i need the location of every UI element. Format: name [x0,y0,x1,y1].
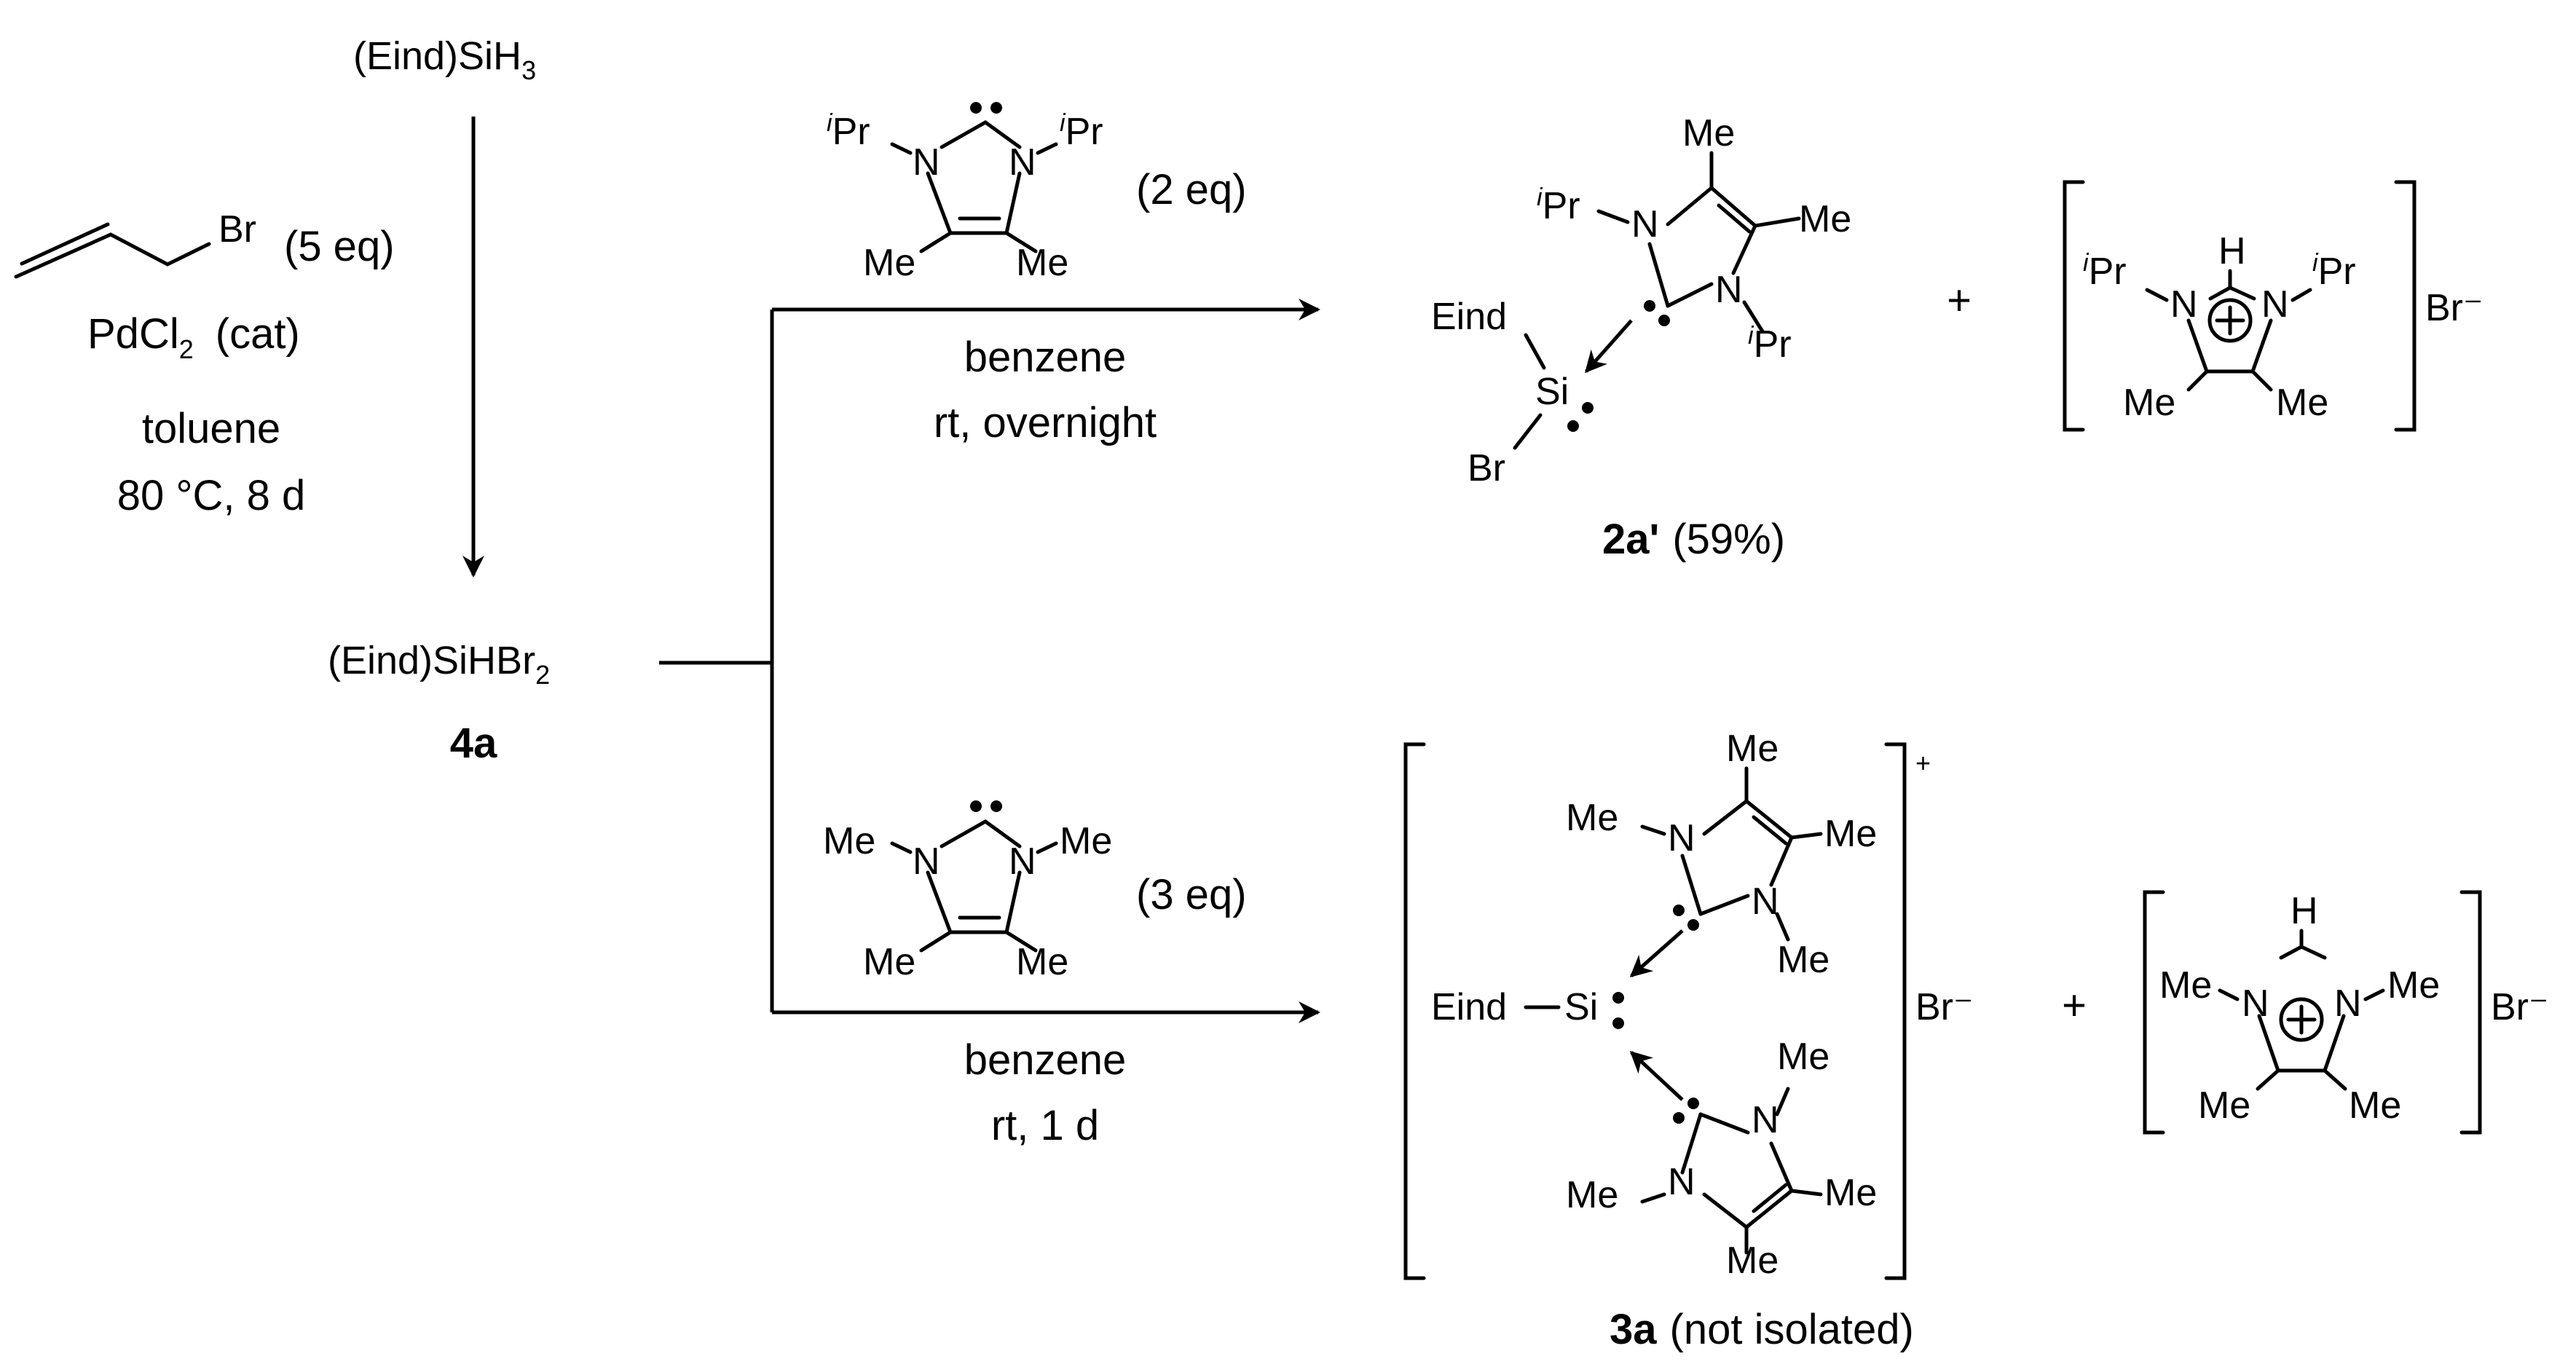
salt-upper-me1: Me [2123,382,2175,424]
lower-nhc-n2: N [1009,840,1036,883]
product-3a-charge: + [1915,748,1931,778]
salt-upper-n1: N [2170,283,2198,326]
lower-nhc-reagent: N N Me Me Me Me (3 eq) [823,800,1247,983]
upper-conditions: rt, overnight [934,399,1157,446]
product-2a-n2: N [1715,269,1743,311]
salt-lower-me3: Me [2198,1084,2250,1127]
product-2a-ipr1: iPr [1537,184,1580,227]
product-2a-me1: Me [1682,112,1735,154]
product-3a-me1: Me [1726,728,1779,770]
salt-lower: H N N Me Me Me Me Br⁻ [2143,890,2548,1135]
upper-nhc-n2: N [1009,141,1036,184]
salt-lower-n1: N [2242,982,2269,1025]
product-3a-me3: Me [1566,797,1618,839]
upper-nhc-me-left: Me [863,242,915,284]
product-3a-caption: 3a(not isolated) [1610,1306,1914,1353]
start-material: (Eind)SiH3 [353,34,536,85]
allyl-bromide-atom: Br [218,208,256,251]
product-3a-me5: Me [1777,1036,1829,1078]
product-3a-n2: N [1752,881,1779,923]
product-3a: + Br⁻ Eind Si N N Me Me Me Me [1403,728,1973,1353]
product-2a: Eind Si Br N N Me Me iPr iPr 2a'(59%) [1431,112,1851,563]
product-3a-eind: Eind [1431,986,1507,1028]
product-2a-n1: N [1631,203,1659,245]
product-2a-eind: Eind [1431,296,1507,338]
upper-nhc-ipr-left: iPr [827,109,870,153]
salt-lower-me2: Me [2387,964,2440,1006]
catalyst: PdCl2(cat) [87,310,300,364]
upper-nhc-me-right: Me [1016,242,1068,284]
product-2a-me2: Me [1799,198,1851,240]
plus-lower: + [2062,982,2087,1029]
salt-upper-me2: Me [2276,382,2328,424]
step1-conditions: 80 °C, 8 d [117,472,306,519]
product-3a-n3: N [1752,1099,1779,1141]
product-3a-me8: Me [1726,1240,1779,1282]
product-2a-caption: 2a'(59%) [1602,516,1785,563]
upper-nhc-n1: N [913,141,940,184]
allyl-bromide-eq: (5 eq) [284,223,395,270]
plus-upper: + [1947,277,1972,324]
start-material-formula: (Eind)SiH3 [353,34,536,85]
salt-upper: H N N iPr iPr Me Me Br⁻ [2063,180,2483,432]
lower-nhc-me-right: Me [1016,941,1068,983]
salt-lower-h: H [2291,890,2318,932]
intermediate-4a: (Eind)SiHBr2 4a [328,639,550,767]
salt-upper-n2: N [2261,283,2289,326]
lower-nhc-me-n1: Me [823,820,875,862]
product-2a-si: Si [1535,371,1569,413]
salt-upper-counterion: Br⁻ [2425,287,2483,329]
product-3a-si: Si [1564,986,1598,1028]
step1-solvent: toluene [142,405,280,452]
lower-nhc-n1: N [913,840,940,883]
allyl-bromide: Br (5 eq) [14,208,395,279]
upper-solvent: benzene [964,334,1127,381]
lower-nhc-eq: (3 eq) [1136,871,1247,918]
lower-solvent: benzene [964,1036,1127,1084]
upper-nhc-eq: (2 eq) [1136,166,1247,213]
product-3a-me2: Me [1824,813,1877,855]
salt-upper-ipr2: iPr [2312,249,2356,293]
product-3a-me6: Me [1824,1172,1877,1214]
salt-lower-me1: Me [2159,964,2212,1006]
product-2a-ipr2: iPr [1748,322,1792,366]
lower-nhc-me-left: Me [863,941,915,983]
intermediate-formula: (Eind)SiHBr2 [328,639,550,690]
salt-upper-h: H [2218,230,2246,272]
product-3a-n1: N [1668,817,1695,859]
product-3a-me7: Me [1566,1174,1618,1216]
upper-nhc-reagent: Me N N iPr iPr Me Me (2 eq) [827,102,1247,284]
upper-nhc-ipr-right: iPr [1060,109,1103,153]
lower-conditions: rt, 1 d [991,1102,1099,1149]
lower-nhc-me-n2: Me [1060,820,1112,862]
product-3a-counterion: Br⁻ [1915,986,1973,1028]
salt-lower-counterion: Br⁻ [2491,986,2548,1028]
product-2a-br: Br [1468,447,1505,489]
product-3a-me4: Me [1777,939,1829,981]
product-3a-n4: N [1668,1161,1695,1203]
salt-lower-me4: Me [2349,1084,2401,1127]
salt-lower-n2: N [2334,982,2362,1025]
salt-upper-ipr1: iPr [2083,249,2127,293]
intermediate-label: 4a [450,720,497,767]
